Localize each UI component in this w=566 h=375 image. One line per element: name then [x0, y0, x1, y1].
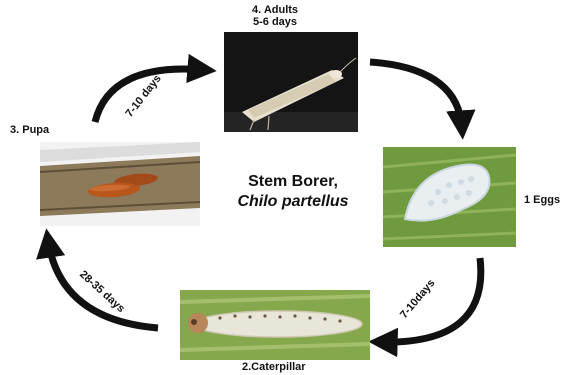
caterpillar-label: 2.Caterpillar — [242, 361, 306, 373]
adults-duration: 5-6 days — [252, 16, 298, 28]
arrow-eggs-to-caterpillar — [380, 258, 481, 342]
title-common-name: Stem Borer, — [218, 172, 368, 192]
eggs-label: 1 Eggs — [524, 194, 560, 206]
pupa-photo — [40, 142, 200, 226]
title-scientific-name: Chilo partellus — [218, 192, 368, 212]
adult-moth-photo — [224, 32, 358, 132]
adults-stage-label: 4. Adults — [252, 4, 298, 16]
caterpillar-photo — [180, 290, 370, 360]
egg-mass-photo — [383, 147, 516, 247]
arrow-adults-to-eggs — [370, 62, 462, 128]
adults-label: 4. Adults 5-6 days — [252, 4, 298, 28]
pupa-label: 3. Pupa — [10, 124, 49, 136]
duration-eggs-to-caterpillar: 7-10days — [398, 277, 437, 321]
diagram-title: Stem Borer, Chilo partellus — [218, 172, 368, 212]
